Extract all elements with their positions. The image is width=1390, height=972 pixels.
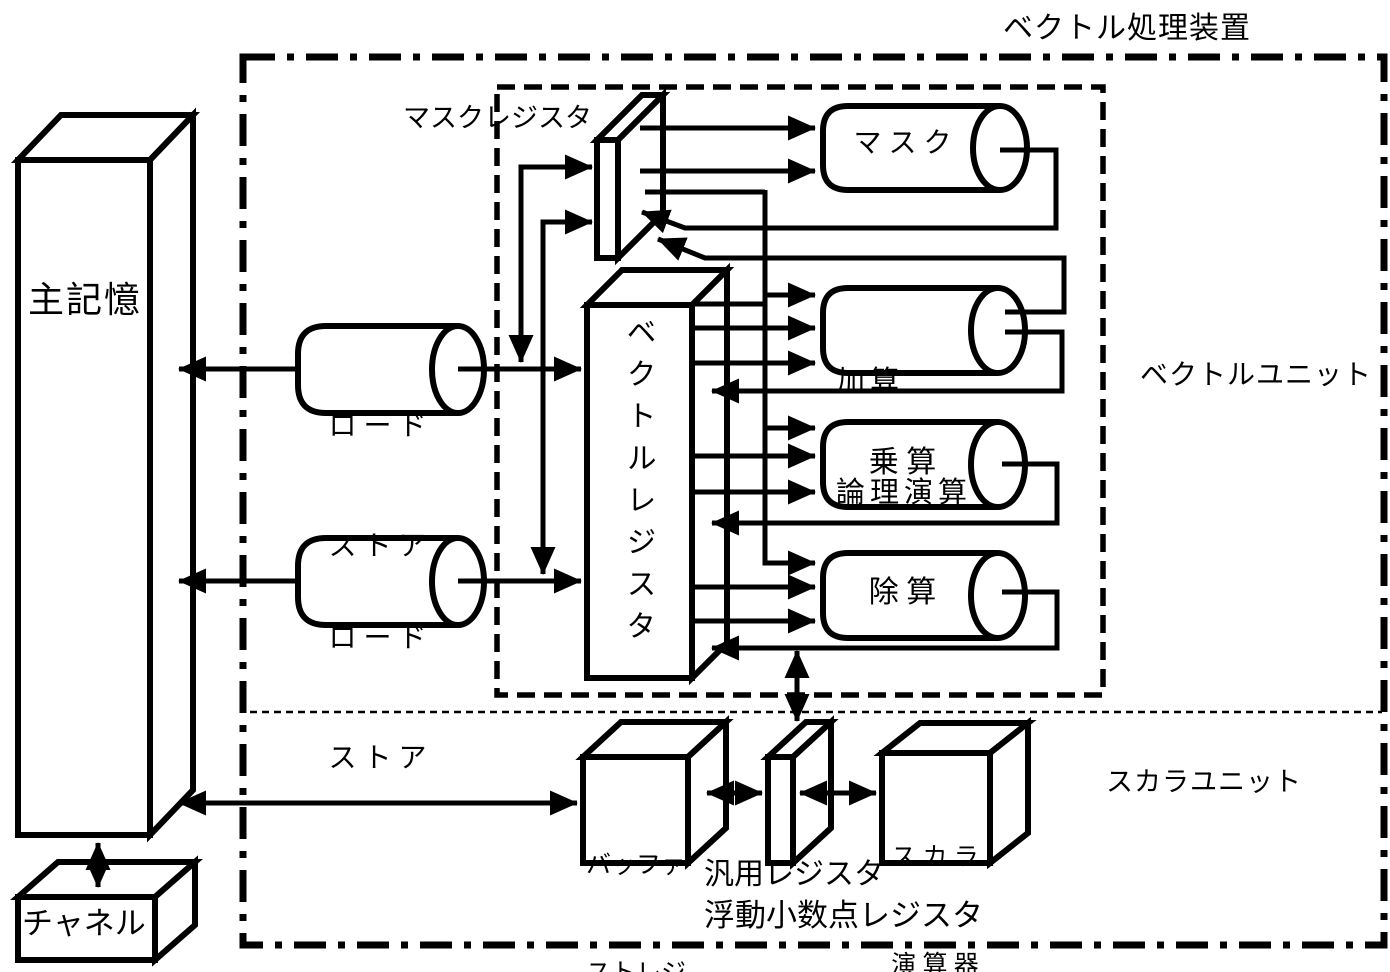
vector-register-label: ベクトルレジスタ	[621, 316, 655, 652]
ls2-maskreg-riser	[530, 209, 593, 575]
operand-bus-div-in1	[762, 190, 816, 576]
load-store-1-line1: ロ ー ド	[328, 411, 427, 442]
vector-register-box	[579, 262, 735, 686]
scalar-unit-label: スカラユニット	[1106, 767, 1302, 797]
buffer-storage-line2: ストレジ	[584, 956, 688, 972]
main-memory-box	[10, 107, 201, 843]
buffer-storage-line1: バッファ	[585, 852, 686, 879]
mask-pipe-label: マ ス ク	[853, 128, 952, 159]
scalar-alu-label: ス カ ラ 演 算 器	[880, 768, 990, 972]
ls1-maskreg-riser	[508, 154, 593, 363]
divpipe-feedback-to-vreg	[711, 589, 1060, 661]
load-store-1-label: ロ ー ド ス ト ア	[300, 327, 455, 647]
channel-label: チャネル	[22, 906, 146, 941]
add-logic-pipe-label: 加算 論理演算	[836, 290, 972, 586]
divide-pipe-label: 除 算	[868, 576, 937, 609]
load-store-2-line2: ス ト ア	[328, 743, 427, 774]
scalar-alu-line2: 演 算 器	[891, 952, 979, 972]
multiply-pipe-label: 乗 算	[868, 446, 937, 479]
general-register-label: 汎用レジスタ	[704, 858, 884, 891]
load-store-2-line1: ロ ー ド	[328, 623, 427, 654]
add-logic-pipe-cylinder	[820, 285, 1028, 376]
mask-register-slab	[589, 87, 671, 266]
addpipe-feedback-to-maskreg	[657, 236, 1067, 315]
divide-pipe-cylinder	[820, 550, 1028, 641]
multiply-pipe-cylinder	[820, 419, 1028, 510]
buffer-storage-label: バッファ ストレジ	[584, 776, 688, 972]
maskpipe-feedback-to-maskreg	[641, 147, 1059, 234]
mask-register-label: マスクレジスタ	[403, 103, 592, 133]
main-memory-label: 主記憶	[28, 280, 143, 320]
add-pipe-line2: 論理演算	[836, 477, 973, 509]
load-store-2-label: ロ ー ド ス ト ア	[300, 539, 455, 859]
mulpipe-feedback-to-vreg	[711, 461, 1060, 536]
buffer-storage-box	[575, 715, 734, 870]
vector-processor-border	[239, 53, 1388, 949]
floating-point-register-label: 浮動小数点レジスタ	[704, 898, 983, 933]
diagram-title: ベクトル処理装置	[1003, 12, 1251, 45]
scalar-alu-box	[873, 716, 1037, 870]
addpipe-feedback-to-vreg	[711, 329, 1065, 404]
vector-unit-label: ベクトルユニット	[1140, 360, 1373, 391]
add-pipe-line1: 加算	[836, 366, 905, 398]
load-store-1-line2: ス ト ア	[328, 531, 427, 562]
datapath-lines	[85, 115, 1067, 888]
scalar-alu-line1: ス カ ラ	[891, 844, 979, 871]
